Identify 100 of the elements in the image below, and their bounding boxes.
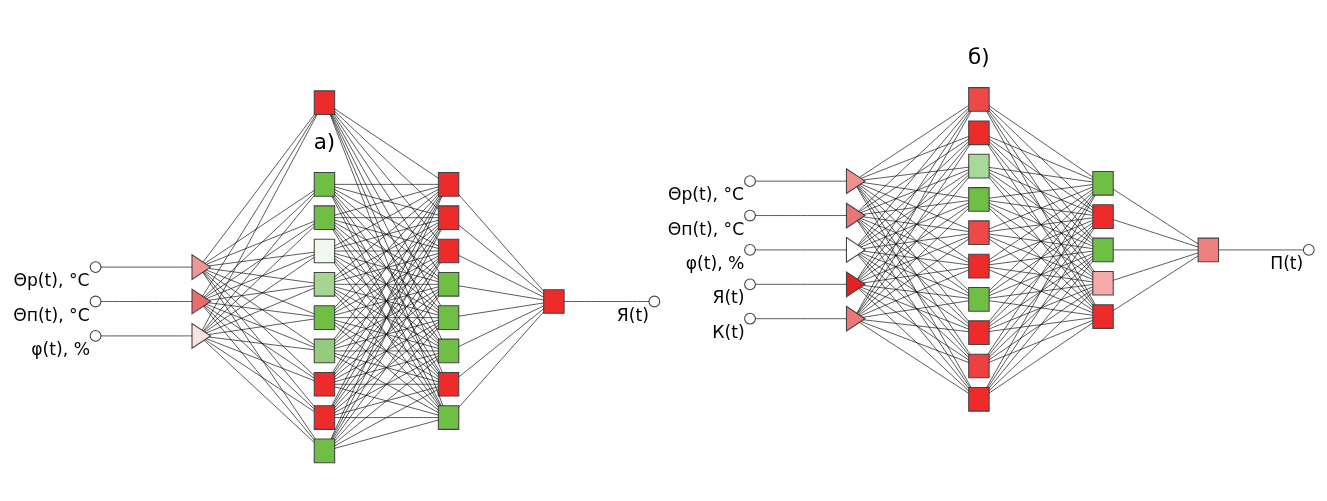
connector (860, 286, 969, 329)
connector (334, 350, 439, 351)
connector (203, 225, 315, 332)
label: б) (968, 43, 990, 69)
connector (205, 253, 315, 299)
connector (988, 143, 1093, 272)
connector (988, 233, 1093, 249)
connector (206, 220, 315, 264)
connector (988, 255, 1093, 327)
connector (986, 110, 1096, 305)
connector (755, 214, 847, 216)
connector (334, 193, 439, 308)
connector (988, 238, 1093, 310)
node-label: Я(t) (616, 304, 649, 325)
connector (988, 222, 1093, 293)
connector (856, 185, 971, 354)
node-circle (744, 174, 756, 187)
node-label: Θр(t), °C (667, 183, 745, 204)
connector (334, 252, 439, 282)
connector (988, 186, 1093, 229)
connector (203, 192, 315, 297)
node-box (968, 386, 990, 412)
connector (988, 291, 1093, 391)
node-box (437, 304, 460, 330)
connector (334, 257, 439, 344)
node-box (1197, 237, 1220, 262)
node-box (968, 219, 990, 245)
node-circle (1302, 243, 1315, 256)
connector (988, 166, 1093, 182)
connector (203, 305, 315, 409)
connector (203, 339, 315, 443)
node-circle (89, 295, 102, 307)
node-box (313, 371, 336, 397)
connector (988, 174, 1093, 275)
connector (1112, 252, 1199, 281)
connector (334, 388, 439, 446)
connector (860, 135, 969, 179)
connector (204, 304, 315, 378)
connector (334, 324, 439, 410)
connector (332, 262, 441, 439)
connector (988, 188, 1093, 260)
node-triangle (845, 304, 866, 332)
connector (458, 305, 544, 347)
connector (202, 113, 315, 262)
connector (204, 256, 315, 332)
node-box (313, 271, 336, 297)
connector (206, 337, 315, 381)
connector (858, 184, 969, 291)
connector (987, 228, 1095, 388)
connector (860, 202, 969, 247)
connector (988, 257, 1093, 358)
connector (862, 266, 969, 283)
connector (858, 207, 969, 314)
connector (986, 194, 1096, 388)
node-label: φ(t), % (685, 252, 745, 273)
connector (334, 288, 439, 346)
connector (205, 269, 315, 314)
node-box (968, 119, 990, 145)
connector (988, 286, 1093, 329)
connector (334, 283, 439, 285)
connector (860, 320, 969, 363)
node-box (543, 288, 565, 314)
node-box (968, 253, 990, 278)
connector (334, 250, 439, 251)
connector (564, 300, 650, 302)
connector (334, 255, 439, 313)
connector (860, 183, 969, 229)
connector (988, 193, 1093, 322)
connector (856, 110, 971, 279)
connector (100, 300, 193, 302)
connector (860, 168, 969, 213)
connector (208, 336, 315, 350)
connector (988, 140, 1093, 241)
node-box (313, 438, 336, 463)
node-label: Θп(t), °C (667, 218, 745, 239)
connector (858, 288, 969, 391)
connector (1112, 249, 1199, 250)
connector (859, 184, 969, 260)
node-triangle (191, 322, 212, 349)
node-label: φ(t), % (31, 338, 91, 359)
node-box (437, 271, 460, 297)
connector (858, 219, 969, 324)
connector (988, 104, 1093, 177)
connector (334, 357, 439, 444)
connector (202, 114, 318, 330)
connector (334, 219, 439, 249)
connector (334, 295, 440, 439)
connector (859, 238, 969, 315)
connector (208, 251, 315, 266)
connector (988, 217, 1093, 232)
connector (458, 193, 544, 291)
connector (988, 219, 1093, 263)
connector (334, 352, 439, 382)
connector (988, 191, 1093, 291)
connector (987, 194, 1095, 354)
connector (334, 183, 439, 185)
node-box (313, 404, 336, 430)
node-box (1092, 237, 1114, 262)
node-box (313, 89, 336, 115)
connector (988, 283, 1093, 298)
